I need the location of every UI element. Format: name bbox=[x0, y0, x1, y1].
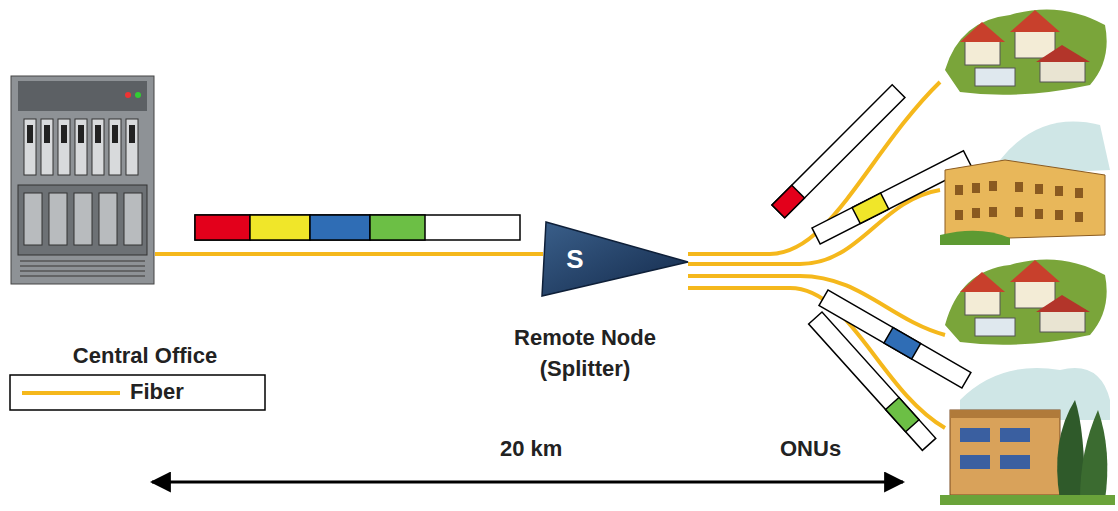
node-label: Central Office bbox=[35, 343, 255, 369]
onu-label: ONUs bbox=[780, 436, 841, 462]
distance-arrow bbox=[152, 481, 903, 484]
remote-node: SRemote Node (Splitter) bbox=[540, 218, 690, 298]
splitter-symbol: S bbox=[560, 244, 590, 275]
school-building bbox=[940, 368, 1115, 505]
splitter-triangle bbox=[540, 218, 690, 298]
office-building bbox=[940, 122, 1110, 245]
houses bbox=[945, 9, 1107, 94]
legend-box bbox=[10, 375, 265, 410]
legend-sample bbox=[22, 391, 120, 395]
node-label: Remote Node (Splitter) bbox=[505, 322, 665, 384]
legend-text: Fiber bbox=[130, 379, 184, 405]
distance-label: 20 km bbox=[500, 436, 562, 462]
central-office: Central Office bbox=[10, 75, 155, 285]
rack-illustration bbox=[10, 75, 155, 285]
onu-packet bbox=[772, 85, 972, 451]
fiber-connector bbox=[155, 252, 543, 256]
packet-bar bbox=[195, 215, 520, 240]
drop-fiber bbox=[688, 82, 945, 428]
houses bbox=[945, 259, 1107, 344]
